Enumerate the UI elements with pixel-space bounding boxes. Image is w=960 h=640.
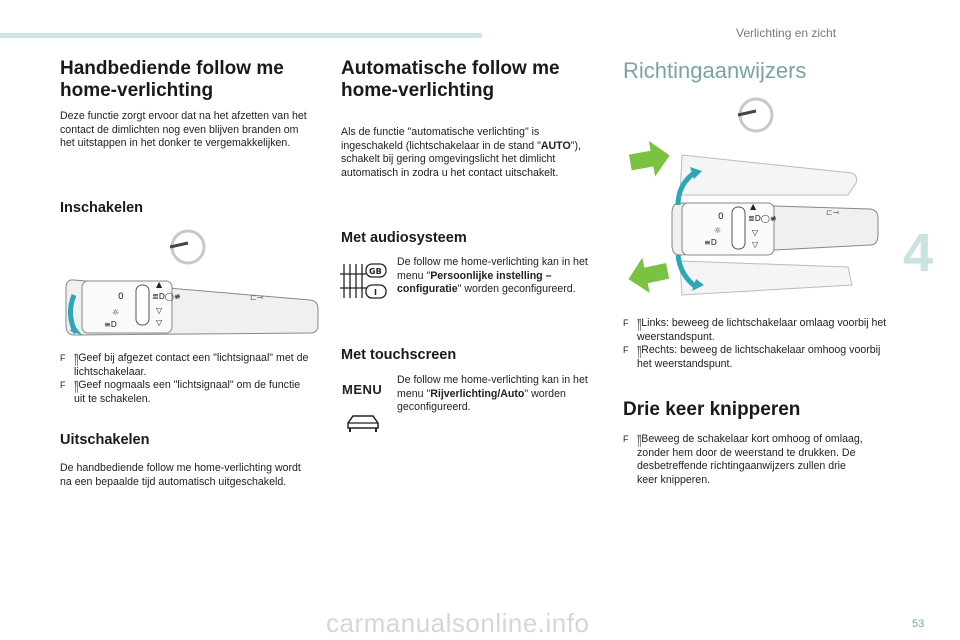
col2-title-line1: Automatische follow me <box>341 58 560 79</box>
steering-wheel-icon <box>169 229 206 265</box>
left-arrow-icon <box>628 257 670 294</box>
right-arrow-icon <box>628 140 670 177</box>
drie-heading: Drie keer knipperen <box>623 399 801 420</box>
col1-title: Handbediende follow me home-verlichting <box>60 58 284 102</box>
col1-intro: Deze functie zorgt ervoor dat na het afz… <box>60 110 307 149</box>
svg-text:☼: ☼ <box>112 308 119 317</box>
menu-button-icon: MENU <box>342 382 383 397</box>
light-switch-illustration: 0 ☼ ≡D ▲ ≣D◯≢ ▽ ▽ ⊏⊸ <box>65 229 319 336</box>
svg-text:0: 0 <box>118 292 124 302</box>
col2-intro: Als de functie "automatische verlichting… <box>341 126 581 179</box>
svg-text:▲: ▲ <box>156 280 163 289</box>
i-button-label: I <box>374 288 377 297</box>
svg-text:▲: ▲ <box>750 202 757 211</box>
touch-heading: Met touchscreen <box>341 347 457 363</box>
header-bar <box>0 33 482 38</box>
col3-title: Richtingaanwijzers <box>623 58 807 83</box>
section-label: Verlichting en zicht <box>736 26 837 40</box>
svg-text:0: 0 <box>718 212 724 222</box>
car-icon <box>347 415 379 432</box>
gb-button-label: GB <box>369 267 382 276</box>
page-number: 53 <box>912 618 925 630</box>
col1-title-line1: Handbediende follow me <box>60 58 284 79</box>
steering-wheel-icon <box>737 97 774 133</box>
svg-text:≣D◯≢: ≣D◯≢ <box>748 214 777 223</box>
svg-text:⊏⊸: ⊏⊸ <box>250 293 264 302</box>
svg-text:▽: ▽ <box>752 240 759 249</box>
svg-text:≡D: ≡D <box>104 320 117 329</box>
turn-signal-illustration: 0 ☼ ≡D ▲ ≣D◯≢ ▽ ▽ ⊏⊸ <box>628 97 879 296</box>
svg-text:▽: ▽ <box>752 228 759 237</box>
col2-title: Automatische follow me home-verlichting <box>341 58 560 102</box>
svg-text:▽: ▽ <box>156 306 163 315</box>
col1-title-line2: home-verlichting <box>60 80 214 101</box>
touch-text: De follow me home-verlichting kan in het… <box>397 374 588 413</box>
chapter-number: 4 <box>903 223 934 283</box>
inschakelen-heading: Inschakelen <box>60 200 144 216</box>
col2-title-line2: home-verlichting <box>341 80 495 101</box>
audio-heading: Met audiosysteem <box>341 230 467 246</box>
svg-text:▽: ▽ <box>156 318 163 327</box>
svg-text:☼: ☼ <box>714 226 721 235</box>
svg-text:≣D◯≢: ≣D◯≢ <box>152 292 181 301</box>
watermark: carmanualsonline.info <box>326 608 590 638</box>
audio-system-icon: GB I <box>340 263 387 299</box>
uitschakelen-text: De handbediende follow me home-verlichti… <box>60 462 301 488</box>
audio-text: De follow me home-verlichting kan in het… <box>397 256 588 295</box>
svg-text:⊏⊸: ⊏⊸ <box>826 208 840 217</box>
uitschakelen-heading: Uitschakelen <box>60 432 150 448</box>
svg-text:≡D: ≡D <box>704 238 717 247</box>
